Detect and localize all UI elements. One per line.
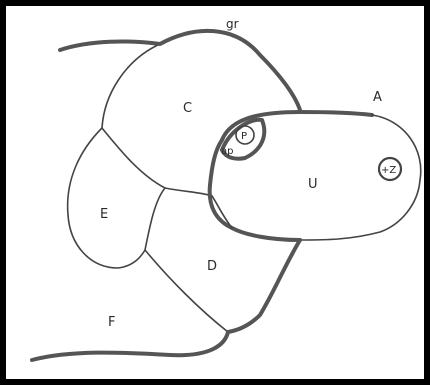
label-a: A <box>373 90 382 105</box>
label-c: C <box>183 101 192 116</box>
label-ap: ap <box>221 146 233 157</box>
region-c-outline <box>102 44 160 128</box>
label-u: U <box>308 177 318 192</box>
region-c-thick-top <box>60 31 300 110</box>
region-e-outline <box>68 128 165 268</box>
label-p: P <box>241 131 247 142</box>
label-f: F <box>108 315 115 330</box>
region-d-outline-right <box>228 240 300 332</box>
label-z: +Z <box>381 165 396 176</box>
region-u-outline-right <box>300 115 421 240</box>
label-e: E <box>100 207 108 222</box>
region-c-bottom <box>102 128 212 196</box>
bottom-boundary <box>32 332 228 360</box>
label-gr: gr <box>226 17 239 31</box>
label-d: D <box>207 259 217 274</box>
